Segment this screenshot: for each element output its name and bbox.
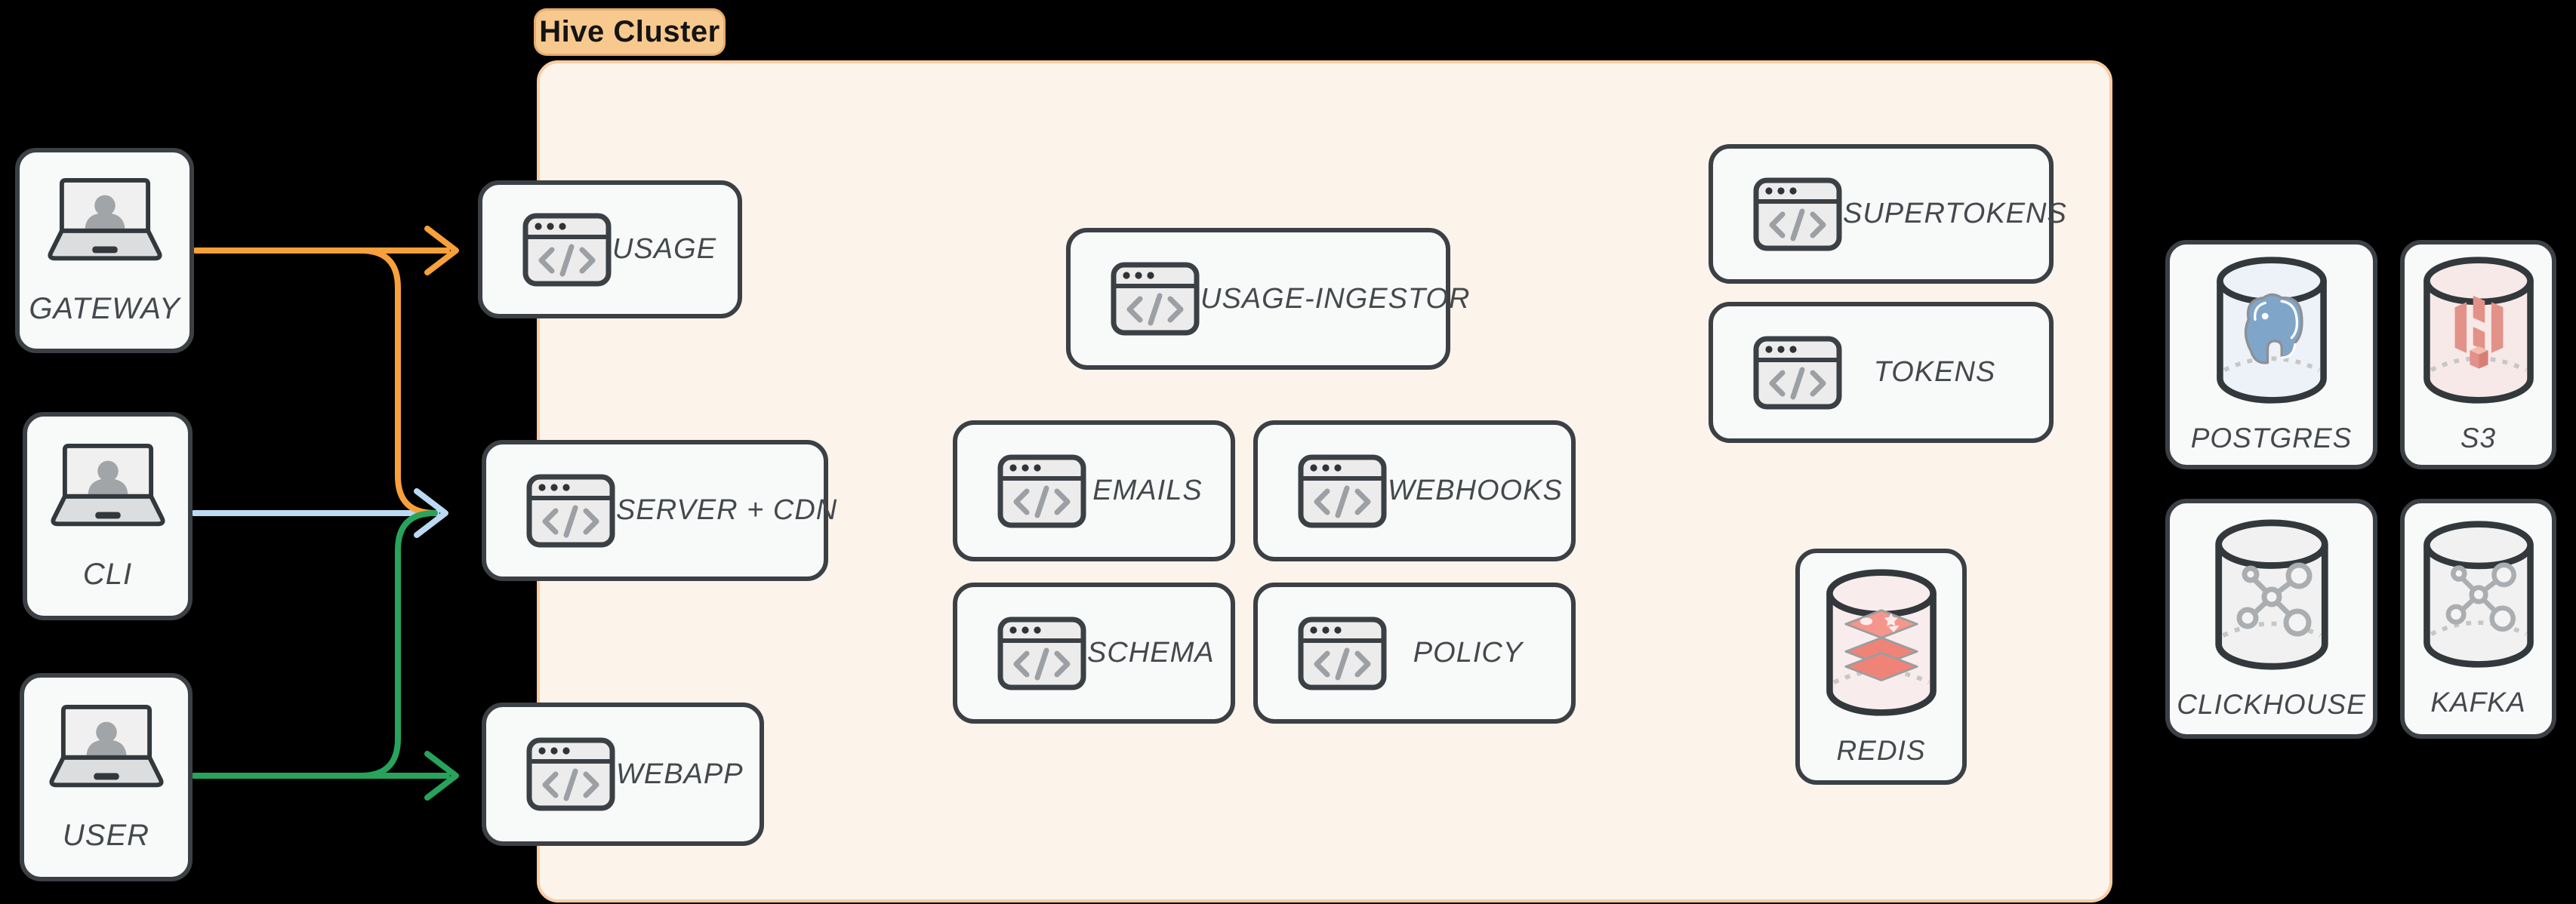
hive-cluster-label-text: Hive Cluster [539, 15, 720, 48]
code-window-icon [525, 736, 616, 812]
node-tokens: TOKENS [1709, 302, 2054, 443]
node-label: REDIS [1836, 734, 1926, 766]
node-s3: S3 [2400, 240, 2556, 469]
node-emails: EMAILS [953, 420, 1235, 561]
s3-blocks-icon [2443, 287, 2515, 374]
laptop-user-icon [43, 703, 170, 799]
node-usage: USAGE [478, 180, 742, 318]
node-supertokens: SUPERTOKENS [1709, 144, 2066, 284]
node-label: USAGE-INGESTOR [1200, 282, 1471, 315]
code-window-icon [522, 212, 612, 287]
code-window-icon [1110, 261, 1200, 337]
node-label: TOKENS [1873, 356, 1996, 388]
node-label: WEBAPP [616, 758, 744, 790]
code-window-icon [1752, 335, 1843, 410]
node-label: SUPERTOKENS [1843, 198, 2067, 229]
node-schema: SCHEMA [953, 583, 1235, 724]
node-user: USER [20, 673, 193, 881]
node-label: POLICY [1413, 637, 1524, 669]
node-policy: POLICY [1253, 583, 1576, 724]
code-window-icon [525, 473, 616, 549]
network-nodes-icon [2226, 552, 2317, 642]
node-server-cdn: SERVER + CDN [482, 440, 837, 581]
network-nodes-icon [2436, 552, 2521, 637]
node-label: SERVER + CDN [616, 494, 838, 526]
postgres-elephant-icon [2230, 291, 2313, 374]
node-label: GATEWAY [29, 291, 180, 325]
code-window-icon [997, 454, 1087, 529]
arrow-user-to-webapp [191, 510, 459, 801]
node-webapp: WEBAPP [482, 703, 764, 846]
database-cylinder-icon [2208, 255, 2336, 406]
code-window-icon [1297, 454, 1388, 529]
node-redis: REDIS [1795, 549, 1967, 785]
node-cli: CLI [23, 412, 193, 620]
node-postgres: POSTGRES [2165, 240, 2377, 469]
node-label: USER [62, 818, 150, 852]
laptop-user-icon [45, 441, 171, 538]
hive-cluster-label: Hive Cluster [534, 8, 726, 56]
database-cylinder-icon [2208, 518, 2336, 672]
node-label: EMAILS [1092, 475, 1203, 506]
node-label: WEBHOOKS [1388, 475, 1563, 506]
database-cylinder-icon [1821, 567, 1942, 718]
node-label: CLI [82, 557, 133, 591]
arrow-gateway-to-usage [193, 226, 459, 516]
node-label: CLICKHOUSE [2177, 688, 2366, 720]
node-webhooks: WEBHOOKS [1253, 420, 1576, 561]
node-label: KAFKA [2430, 687, 2526, 718]
redis-stack-icon [1840, 609, 1923, 684]
node-usage-ingestor: USAGE-INGESTOR [1066, 228, 1469, 370]
node-kafka: KAFKA [2400, 499, 2556, 739]
database-cylinder-icon [2418, 255, 2539, 406]
node-label: SCHEMA [1087, 637, 1215, 669]
node-label: USAGE [612, 233, 717, 265]
node-gateway: GATEWAY [15, 148, 194, 353]
arrow-cli-to-server [191, 488, 448, 538]
database-cylinder-icon [2418, 519, 2539, 670]
code-window-icon [1752, 177, 1843, 252]
node-clickhouse: CLICKHOUSE [2165, 499, 2377, 739]
node-label: S3 [2460, 423, 2497, 454]
laptop-user-icon [42, 176, 168, 272]
node-label: POSTGRES [2190, 423, 2353, 454]
code-window-icon [997, 616, 1087, 691]
code-window-icon [1297, 616, 1388, 691]
